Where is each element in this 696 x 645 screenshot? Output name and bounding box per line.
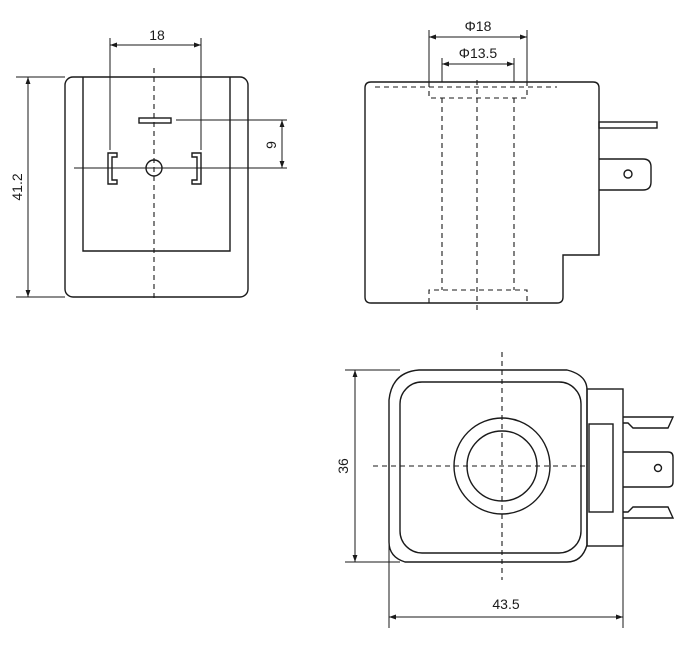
dimension-label-41-2: 41.2: [9, 173, 25, 200]
top-view: 36 43.5: [335, 352, 675, 628]
inner-frame: [82, 77, 231, 252]
coil-body-outline: [64, 76, 249, 298]
middle-tab: [623, 451, 674, 488]
tab-hole: [623, 169, 633, 179]
front-view: 18 9 41.2: [9, 27, 287, 302]
dimension-label-18: 18: [149, 27, 165, 43]
tab-hole: [653, 463, 663, 473]
center-hole: [145, 159, 163, 177]
bottom-pin: [623, 506, 675, 519]
hidden-bore-bottom: [428, 289, 528, 303]
connector-window: [588, 423, 614, 513]
dimension-label-43-5: 43.5: [492, 596, 519, 612]
coil-side-outline: [364, 81, 600, 304]
connector-block: [586, 388, 624, 547]
top-pin: [623, 416, 675, 429]
left-terminal-slot: [107, 152, 118, 185]
right-terminal-slot: [191, 152, 202, 185]
side-view: Φ18 Φ13.5: [364, 18, 658, 310]
inner-outline: [399, 381, 582, 554]
dimension-label-36: 36: [335, 458, 351, 474]
lower-tab: [599, 158, 652, 191]
hidden-bore-top: [428, 82, 528, 99]
dimension-label-dia-13-5: Φ13.5: [459, 45, 498, 61]
upper-pin: [598, 121, 658, 129]
dimension-label-dia-18: Φ18: [465, 18, 492, 34]
coil-top-outline: [388, 369, 588, 563]
dimension-label-9: 9: [263, 141, 279, 149]
ground-slot: [138, 117, 172, 124]
